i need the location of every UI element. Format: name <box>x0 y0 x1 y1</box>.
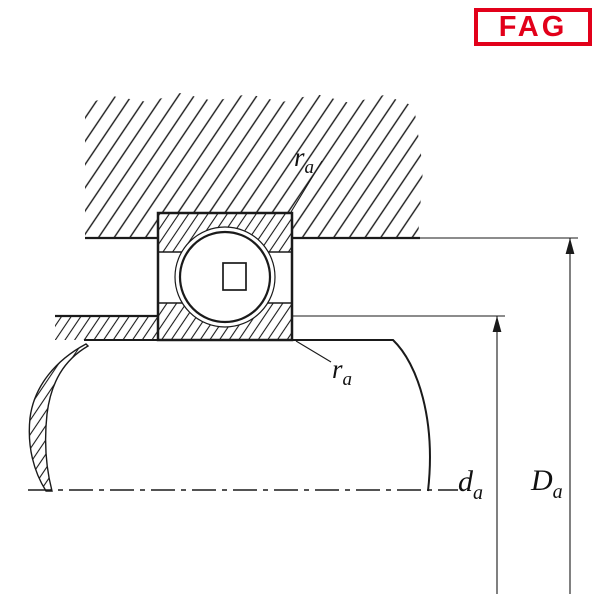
label-Da: Da <box>530 464 563 503</box>
ra-bottom-leader <box>295 340 332 363</box>
bearing-cross-section <box>156 211 294 342</box>
shaft-break-left <box>28 343 90 492</box>
bearing-outline <box>156 211 294 342</box>
housing-section <box>85 93 423 238</box>
label-ra-bottom: ra <box>332 354 352 390</box>
cage-section <box>222 262 247 291</box>
label-Da-base: D <box>530 464 553 497</box>
shaft-shoulder-section <box>55 316 158 340</box>
label-ra-top-base: r <box>294 142 305 172</box>
label-ra-bottom-sub: a <box>343 369 353 390</box>
shaft-break-right <box>292 339 431 492</box>
label-ra-top: ra <box>294 142 314 178</box>
fag-logo: FAG <box>474 8 592 46</box>
label-da-base: d <box>458 465 474 498</box>
label-Da-sub: a <box>553 481 563 503</box>
label-da-sub: a <box>473 482 483 504</box>
label-ra-top-sub: a <box>305 157 315 178</box>
da-arrow <box>492 316 502 332</box>
fag-logo-text: FAG <box>498 10 568 43</box>
ra-top-leader <box>290 160 323 213</box>
label-ra-bottom-base: r <box>332 354 343 384</box>
Da-arrow <box>565 238 575 254</box>
label-da: da <box>458 465 483 504</box>
